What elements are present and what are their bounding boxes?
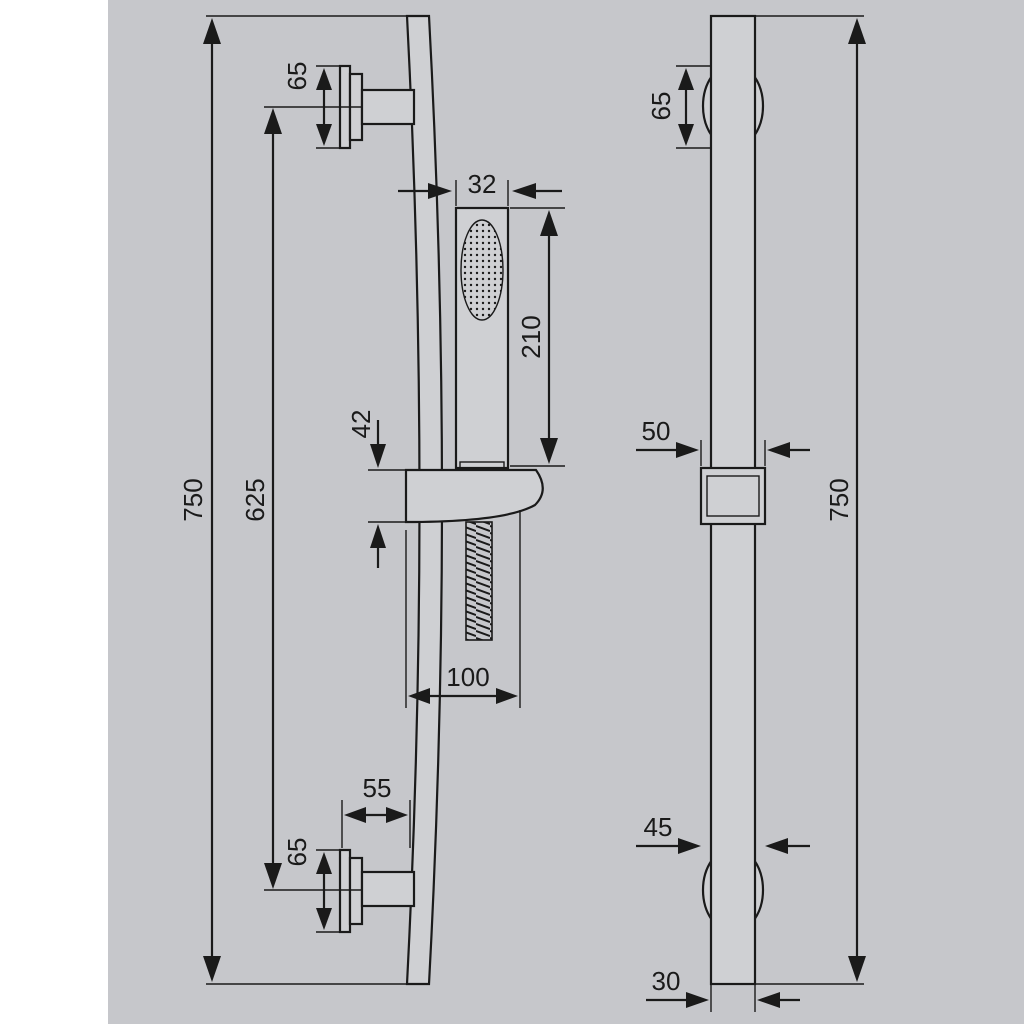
spray-face [460,219,504,321]
dim-holder-height: 42 [346,410,376,439]
dim-bracket-height-bottom: 65 [282,838,312,867]
shower-holder [404,468,544,524]
dim-total-height-side: 750 [178,478,208,521]
dim-handshower-length: 210 [516,315,546,358]
wall-bracket-bottom [338,848,416,934]
front-view: 65 750 50 45 30 [636,14,866,1012]
dim-rail-width: 30 [652,966,681,996]
drawing-background [108,0,1024,1024]
dim-front-bracket-height: 65 [646,92,676,121]
dim-bracket-spacing: 625 [240,478,270,521]
dim-holder-depth: 100 [446,662,489,692]
dim-handshower-width: 32 [468,169,497,199]
dim-slider-width: 50 [642,416,671,446]
side-view: 750 625 65 65 55 32 [178,14,565,986]
hand-shower [454,206,510,471]
dim-bracket-height-top: 65 [282,62,312,91]
shower-hose [465,521,493,641]
front-slider [699,466,767,526]
dim-bracket-projection: 55 [363,773,392,803]
dim-bracket-width: 45 [644,812,673,842]
dim-total-height-front: 750 [824,478,854,521]
